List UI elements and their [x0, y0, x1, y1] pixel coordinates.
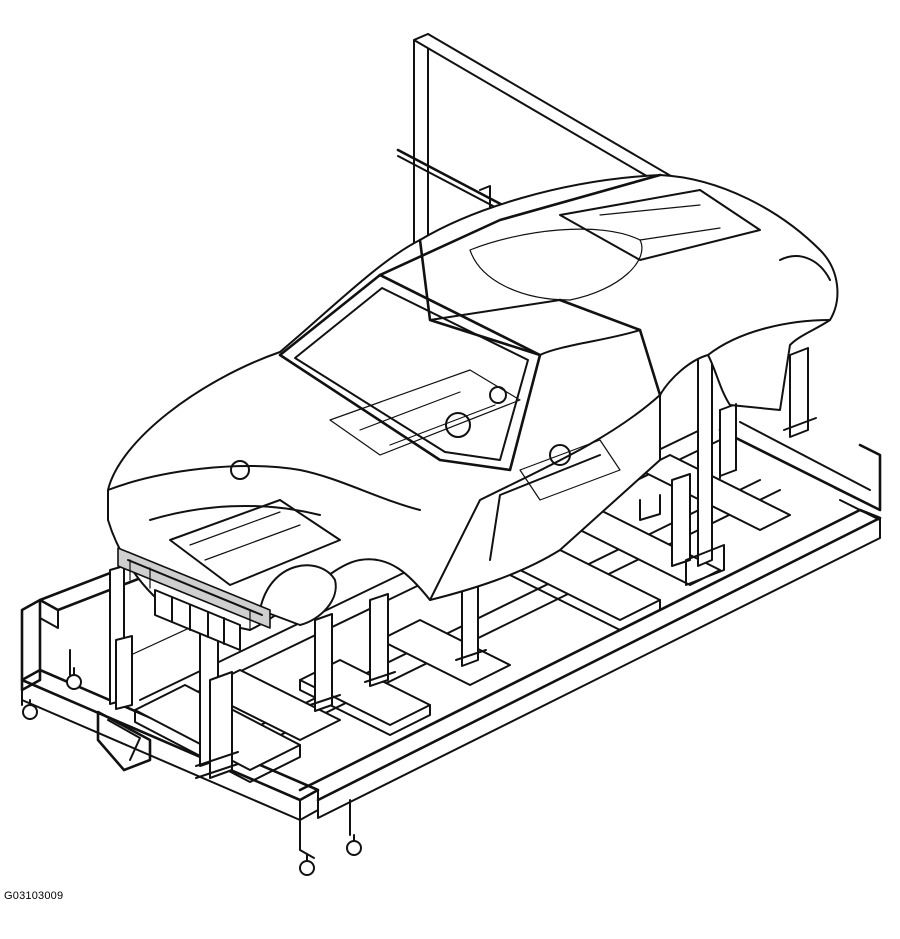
rear-fixture-posts: [639, 403, 737, 521]
figure-code: G03103009: [4, 890, 64, 902]
front-lift-cradle: [96, 710, 152, 772]
caster-wheels: [21, 649, 362, 876]
car-body-shell: [107, 173, 839, 631]
front-radiator-support-fixture: [117, 547, 271, 651]
support-posts: [109, 347, 817, 779]
